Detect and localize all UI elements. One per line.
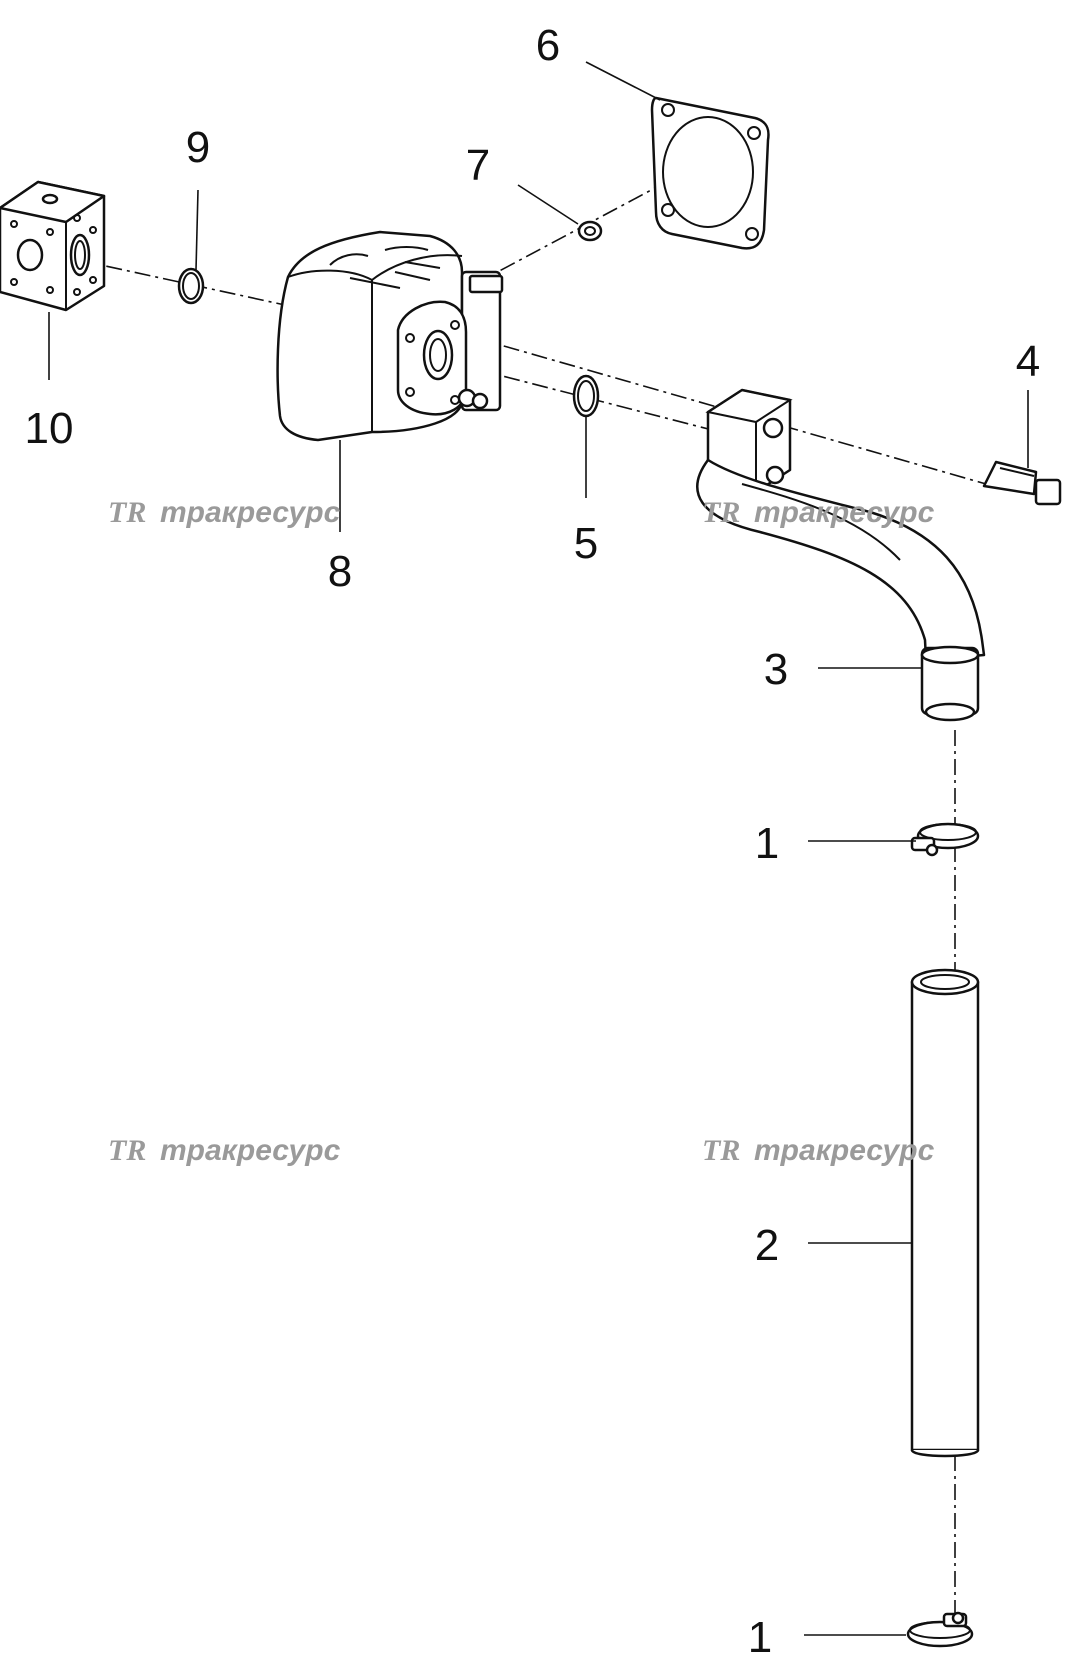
part-6-gasket: [650, 96, 770, 250]
part-4-bolt: [982, 460, 1062, 506]
watermark-bottom-right: TR тракресурс: [702, 1134, 935, 1167]
callout-labels: 6 9 7 4 10 5 8 3 1 2 1: [25, 21, 1041, 1662]
callout-1-lower: 1: [748, 1613, 772, 1662]
callout-2: 2: [755, 1221, 779, 1270]
part-3-suction-elbow: [696, 388, 986, 722]
callout-10: 10: [25, 404, 74, 453]
callout-3: 3: [764, 645, 788, 694]
watermark-text: тракресурс: [160, 496, 341, 529]
callout-5: 5: [574, 519, 598, 568]
part-5-o-ring: [572, 374, 600, 418]
watermark-logo: TR: [702, 496, 740, 529]
callout-8: 8: [328, 547, 352, 596]
callout-9: 9: [186, 123, 210, 172]
watermark-text: тракресурс: [754, 496, 935, 529]
callout-4: 4: [1016, 337, 1040, 386]
watermark-logo: TR: [108, 496, 146, 529]
watermark-top-left: TR тракресурс: [108, 496, 341, 529]
watermark-text: тракресурс: [160, 1134, 341, 1167]
watermark-bottom-left: TR тракресурс: [108, 1134, 341, 1167]
part-1-hose-clamp-lower: [906, 1611, 974, 1648]
callout-7: 7: [466, 141, 490, 190]
part-7-nut: [577, 220, 603, 242]
watermark-text: тракресурс: [754, 1134, 935, 1167]
watermark-logo: TR: [702, 1134, 740, 1167]
part-10-block: [0, 180, 106, 312]
watermark-top-right: TR тракресурс: [702, 496, 935, 529]
watermark-logo: TR: [108, 1134, 146, 1167]
part-2-hose: [910, 968, 980, 1458]
part-1-hose-clamp-upper: [910, 822, 980, 857]
part-8-pump: [276, 230, 504, 442]
assembly-axes: [77, 131, 1001, 1625]
leader-lines: [48, 61, 1029, 1636]
part-9-o-ring: [177, 267, 205, 305]
callout-6: 6: [536, 21, 560, 70]
callout-1-upper: 1: [755, 819, 779, 868]
